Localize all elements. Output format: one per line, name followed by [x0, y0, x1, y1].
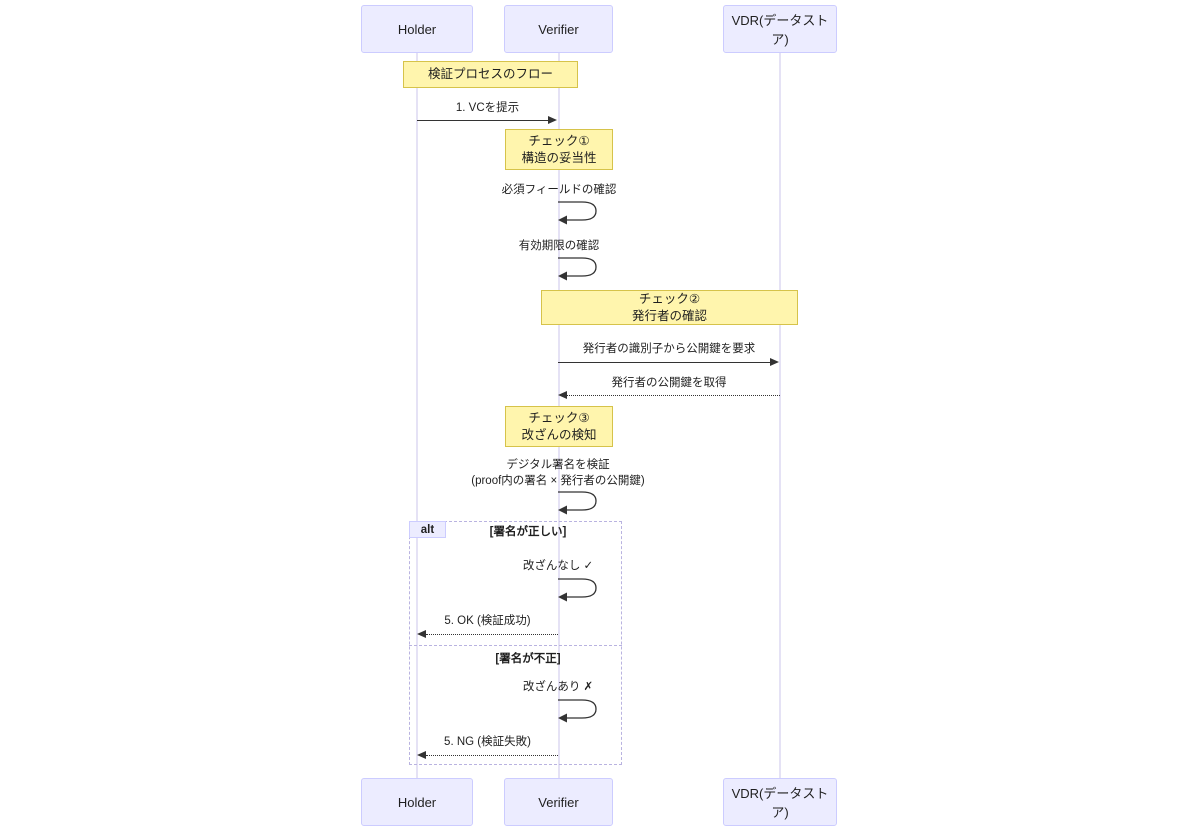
- actor-box-vdr-bottom[interactable]: VDR(データストア): [723, 778, 837, 826]
- message-arrowhead-8: [417, 629, 426, 638]
- note-check-3: チェック③ 改ざんの検知: [505, 406, 613, 447]
- message-line-1: [417, 120, 549, 121]
- message-label-8: 5. OK (検証成功): [444, 615, 531, 627]
- message-selfloop-9: [558, 699, 597, 723]
- note-check-2: チェック② 発行者の確認: [541, 290, 798, 325]
- message-line-5: [567, 395, 780, 396]
- note-verification-flow: 検証プロセスのフロー: [403, 61, 578, 88]
- actor-label-verifier-bottom: Verifier: [538, 794, 579, 810]
- message-selfloop-2: [558, 201, 597, 225]
- message-label-3: 有効期限の確認: [518, 240, 600, 252]
- alt-branch-condition-1: [署名が正しい]: [489, 526, 567, 538]
- message-label-9: 改ざんあり ✗: [522, 681, 594, 693]
- actor-box-verifier-top[interactable]: Verifier: [504, 5, 613, 53]
- actor-label-verifier-top: Verifier: [538, 21, 579, 37]
- alt-branch-divider: [409, 645, 622, 646]
- message-label-6-line-1: デジタル署名を検証: [506, 459, 610, 471]
- message-label-4: 発行者の識別子から公開鍵を要求: [582, 343, 756, 355]
- message-line-10: [426, 755, 558, 756]
- lifeline-vdr: [779, 53, 781, 778]
- note-check-1: チェック① 構造の妥当性: [505, 129, 613, 170]
- actor-label-holder-top: Holder: [397, 21, 437, 37]
- message-line-4: [558, 362, 771, 363]
- note-check-3-line-2: 改ざんの検知: [521, 427, 597, 442]
- message-label-2: 必須フィールドの確認: [501, 184, 617, 196]
- message-selfloop-7: [558, 578, 597, 602]
- message-selfloop-3: [558, 257, 597, 281]
- message-label-5: 発行者の公開鍵を取得: [611, 377, 727, 389]
- note-check-2-line-2: 発行者の確認: [631, 308, 707, 323]
- message-arrowhead-5: [558, 390, 567, 399]
- actor-label-holder-bottom: Holder: [397, 794, 437, 810]
- note-check-1-line-1: チェック①: [528, 133, 590, 148]
- note-check-3-line-1: チェック③: [528, 410, 590, 425]
- message-label-6: デジタル署名を検証 (proof内の署名 × 発行者の公開鍵): [458, 458, 658, 489]
- message-line-8: [426, 634, 558, 635]
- message-label-7: 改ざんなし ✓: [522, 560, 594, 572]
- actor-box-holder-bottom[interactable]: Holder: [361, 778, 473, 826]
- lifeline-holder: [416, 53, 418, 778]
- message-label-1: 1. VCを提示: [455, 102, 520, 114]
- note-verification-flow-text: 検証プロセスのフロー: [427, 67, 553, 82]
- actor-label-vdr-top: VDR(データストア): [731, 13, 829, 47]
- message-arrowhead-10: [417, 750, 426, 759]
- message-arrowhead-1: [548, 115, 557, 124]
- note-check-1-line-2: 構造の妥当性: [521, 150, 597, 165]
- message-selfloop-6: [558, 491, 597, 515]
- actor-box-holder-top[interactable]: Holder: [361, 5, 473, 53]
- actor-box-vdr-top[interactable]: VDR(データストア): [723, 5, 837, 53]
- actor-label-vdr-bottom: VDR(データストア): [731, 786, 829, 820]
- message-label-10: 5. NG (検証失敗): [444, 736, 531, 748]
- alt-branch-condition-2: [署名が不正]: [495, 653, 561, 665]
- actor-box-verifier-bottom[interactable]: Verifier: [504, 778, 613, 826]
- alt-fragment-frame: [409, 521, 622, 765]
- alt-fragment-tag: alt: [409, 521, 446, 538]
- alt-fragment-tag-label: alt: [420, 523, 435, 536]
- message-arrowhead-4: [770, 357, 779, 366]
- message-label-6-line-2: (proof内の署名 × 発行者の公開鍵): [471, 474, 645, 487]
- note-check-2-line-1: チェック②: [638, 291, 701, 306]
